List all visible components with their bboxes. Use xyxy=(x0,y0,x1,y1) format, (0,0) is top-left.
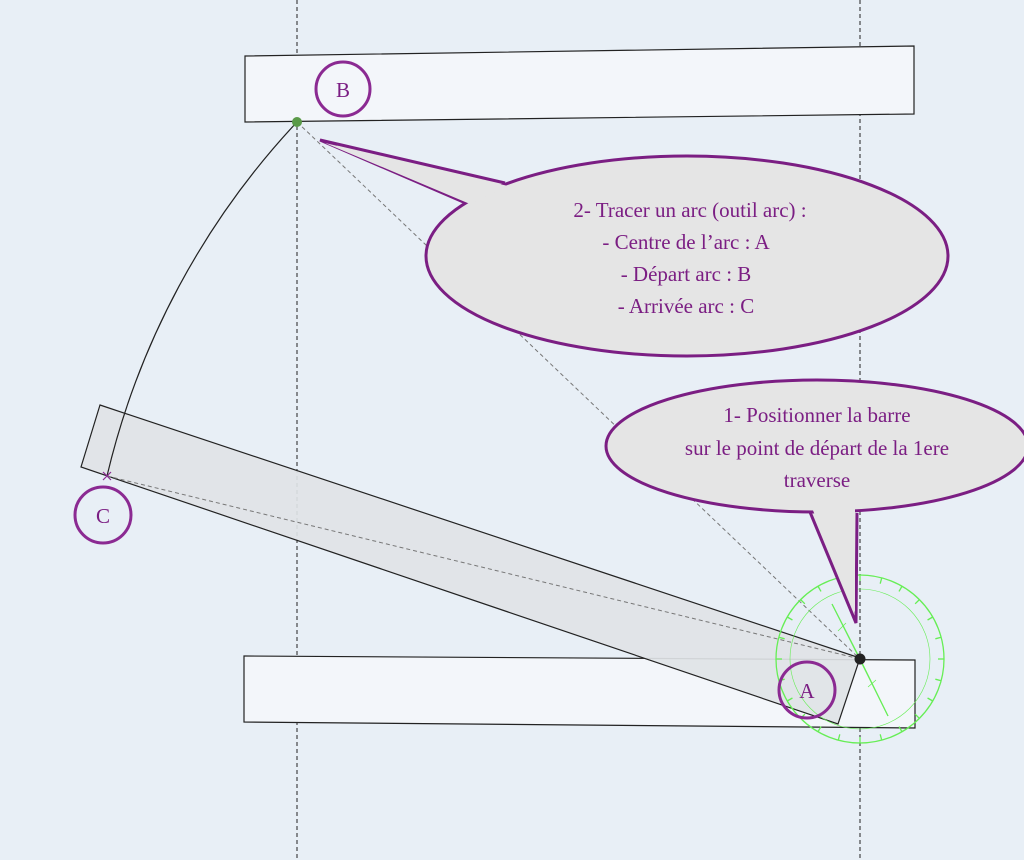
callout-step2-line1: 2- Tracer un arc (outil arc) : xyxy=(573,198,806,222)
point-c-marker[interactable] xyxy=(102,471,112,481)
protractor-tick xyxy=(927,697,934,702)
label-a-text: A xyxy=(799,679,815,703)
protractor-tick xyxy=(786,616,793,621)
protractor-tick xyxy=(778,636,785,640)
protractor-tick xyxy=(817,726,822,733)
point-b-marker[interactable] xyxy=(292,117,302,127)
label-b-text: B xyxy=(336,78,350,102)
callout-step1: 1- Positionner la barre sur le point de … xyxy=(604,378,1024,624)
construction-line-ab xyxy=(296,121,861,660)
label-a: A xyxy=(777,660,837,720)
protractor-tick xyxy=(837,734,841,741)
protractor-tick xyxy=(927,616,934,621)
callout-step2: 2- Tracer un arc (outil arc) : - Centre … xyxy=(319,138,950,358)
protractor-tick xyxy=(914,713,920,719)
callout-step1-line2: sur le point de départ de la 1ere xyxy=(685,436,949,460)
callout-step1-line3: traverse xyxy=(784,468,850,492)
label-c: C xyxy=(73,485,133,545)
construction-line-ac xyxy=(106,475,861,660)
protractor-tick xyxy=(898,726,903,733)
protractor-tick xyxy=(898,585,903,592)
protractor-tick xyxy=(800,599,806,605)
label-c-text: C xyxy=(96,504,110,528)
callout-step1-line1: 1- Positionner la barre xyxy=(723,403,910,427)
protractor-tick xyxy=(879,734,883,741)
protractor-icon xyxy=(775,574,945,744)
label-b: B xyxy=(314,60,372,118)
protractor-tick xyxy=(914,599,920,605)
point-a-marker[interactable] xyxy=(854,653,866,665)
callout-step2-line2: - Centre de l’arc : A xyxy=(602,230,770,254)
protractor-tick xyxy=(817,585,822,592)
arc-b-to-c xyxy=(106,121,298,477)
protractor-tick xyxy=(879,577,883,584)
top-board xyxy=(244,45,915,123)
protractor-tick xyxy=(935,636,942,640)
protractor-tick xyxy=(935,678,942,682)
protractor-tick xyxy=(786,697,793,702)
callout-step2-line3: - Départ arc : B xyxy=(621,262,752,286)
callout-step2-line4: - Arrivée arc : C xyxy=(618,294,754,318)
